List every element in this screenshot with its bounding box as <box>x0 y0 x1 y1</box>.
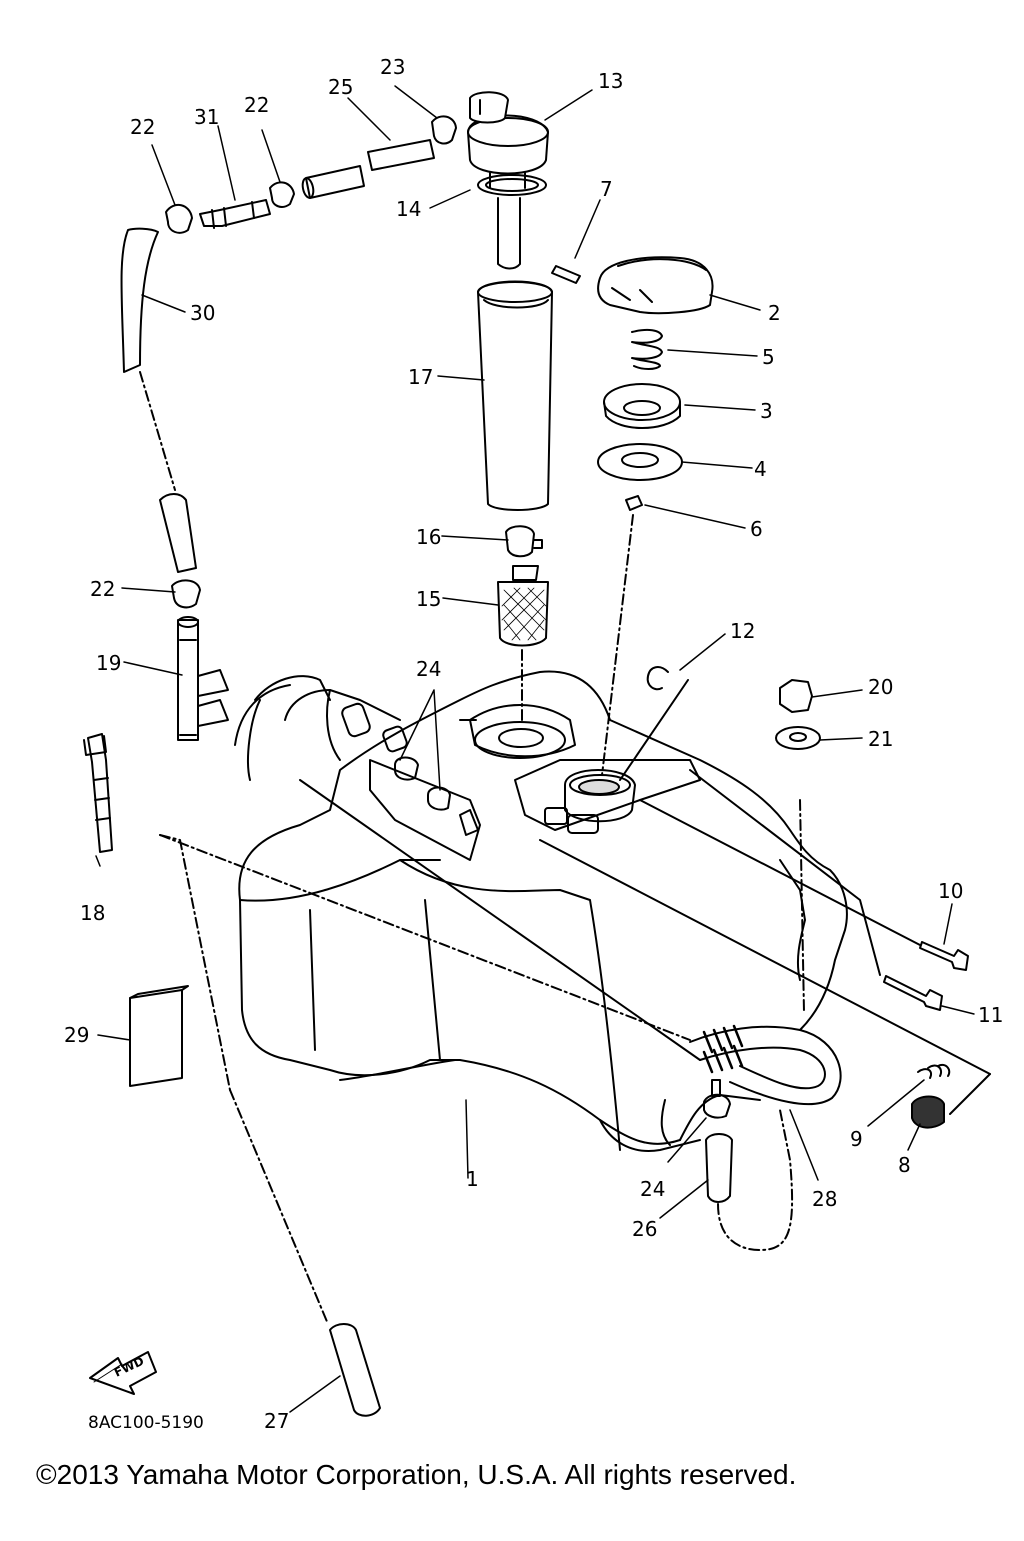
callout-22-center: 22 <box>244 93 269 117</box>
callout-25: 25 <box>328 75 353 99</box>
fuel-pickup-assembly <box>467 91 553 721</box>
fuel-cap-assembly <box>551 256 714 776</box>
callout-28: 28 <box>812 1187 837 1211</box>
callout-labels: 1 2 3 4 5 6 7 8 9 10 11 12 13 14 15 16 1… <box>36 55 1003 1490</box>
callout-31: 31 <box>194 105 219 129</box>
callout-21: 21 <box>868 727 893 751</box>
callout-24-bottom: 24 <box>640 1177 665 1201</box>
vent-hose-assembly <box>120 115 457 741</box>
loose-parts-right <box>159 679 991 1251</box>
callout-12: 12 <box>730 619 755 643</box>
callout-13: 13 <box>598 69 623 93</box>
callout-4: 4 <box>754 457 767 481</box>
callout-27: 27 <box>264 1409 289 1433</box>
callout-14: 14 <box>396 197 421 221</box>
callout-26: 26 <box>632 1217 657 1241</box>
fuel-tank <box>234 670 848 1152</box>
callout-19: 19 <box>96 651 121 675</box>
callout-23: 23 <box>380 55 405 79</box>
callout-15: 15 <box>416 587 441 611</box>
loose-parts-left: FWD <box>83 733 381 1417</box>
callout-22-left: 22 <box>130 115 155 139</box>
callout-11: 11 <box>978 1003 1003 1027</box>
callout-3: 3 <box>760 399 773 423</box>
leader-lines <box>95 85 975 1413</box>
callout-2: 2 <box>768 301 781 325</box>
callout-29: 29 <box>64 1023 89 1047</box>
callout-7: 7 <box>600 177 613 201</box>
callout-20: 20 <box>868 675 893 699</box>
copyright-notice: ©2013 Yamaha Motor Corporation, U.S.A. A… <box>36 1459 796 1490</box>
callout-18: 18 <box>80 901 105 925</box>
callout-6: 6 <box>750 517 763 541</box>
callout-9: 9 <box>850 1127 863 1151</box>
callout-8: 8 <box>898 1153 911 1177</box>
callout-17: 17 <box>408 365 433 389</box>
callout-16: 16 <box>416 525 441 549</box>
callout-22-lower: 22 <box>90 577 115 601</box>
callout-1: 1 <box>466 1167 479 1191</box>
callout-5: 5 <box>762 345 775 369</box>
callout-10: 10 <box>938 879 963 903</box>
callout-24-top: 24 <box>416 657 441 681</box>
part-number-code: 8AC100-5190 <box>88 1413 204 1433</box>
callout-30: 30 <box>190 301 215 325</box>
